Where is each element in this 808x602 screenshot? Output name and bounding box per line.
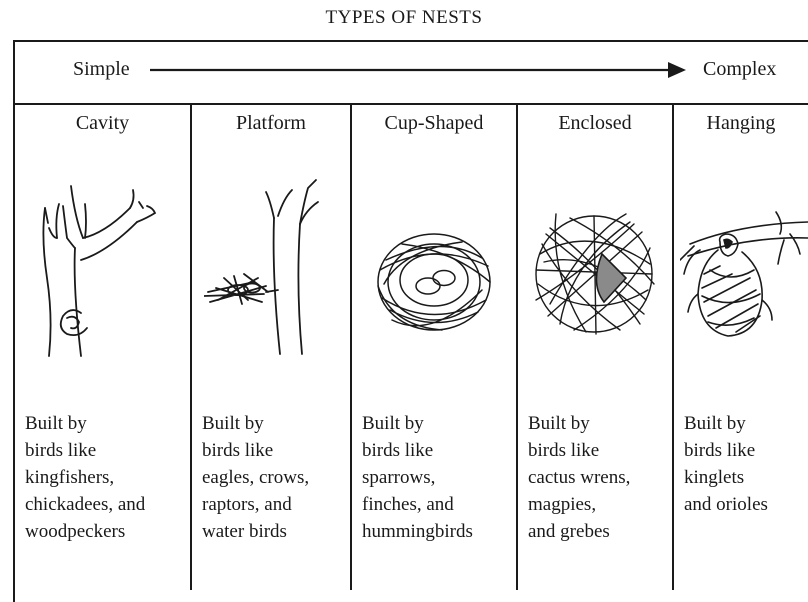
platform-nest-illustration	[204, 178, 344, 368]
scale-end-label: Complex	[703, 58, 776, 81]
column-description: Built by birds like kingfishers, chickad…	[25, 410, 145, 545]
tree-cavity-illustration	[35, 178, 165, 368]
hanging-nest-illustration	[680, 204, 808, 354]
column-description: Built by birds like kinglets and orioles	[684, 410, 768, 518]
column-description: Built by birds like eagles, crows, rapto…	[202, 410, 309, 545]
diagram-title: TYPES OF NESTS	[0, 7, 808, 29]
scale-start-label: Simple	[73, 58, 130, 81]
column-description: Built by birds like cactus wrens, magpie…	[528, 410, 630, 545]
column-enclosed: Enclosed Built by birds like cactus wren…	[518, 104, 672, 590]
cup-nest-illustration	[372, 230, 496, 340]
arrow-icon	[150, 60, 690, 80]
column-heading: Hanging	[674, 112, 808, 135]
column-cup-shaped: Cup-Shaped Built by birds like sparrows,…	[352, 104, 516, 590]
column-heading: Platform	[192, 112, 350, 135]
column-heading: Cup-Shaped	[352, 112, 516, 135]
column-description: Built by birds like sparrows, finches, a…	[362, 410, 473, 545]
column-hanging: Hanging Built by birds like kinglets and…	[674, 104, 808, 590]
column-heading: Cavity	[15, 112, 190, 135]
enclosed-nest-illustration	[530, 204, 660, 344]
complexity-scale: Simple Complex	[13, 40, 808, 105]
column-platform: Platform Built by birds like eagles, cro…	[192, 104, 350, 590]
column-cavity: Cavity Built by birds like kingfishers, …	[15, 104, 190, 590]
column-heading: Enclosed	[518, 112, 672, 135]
